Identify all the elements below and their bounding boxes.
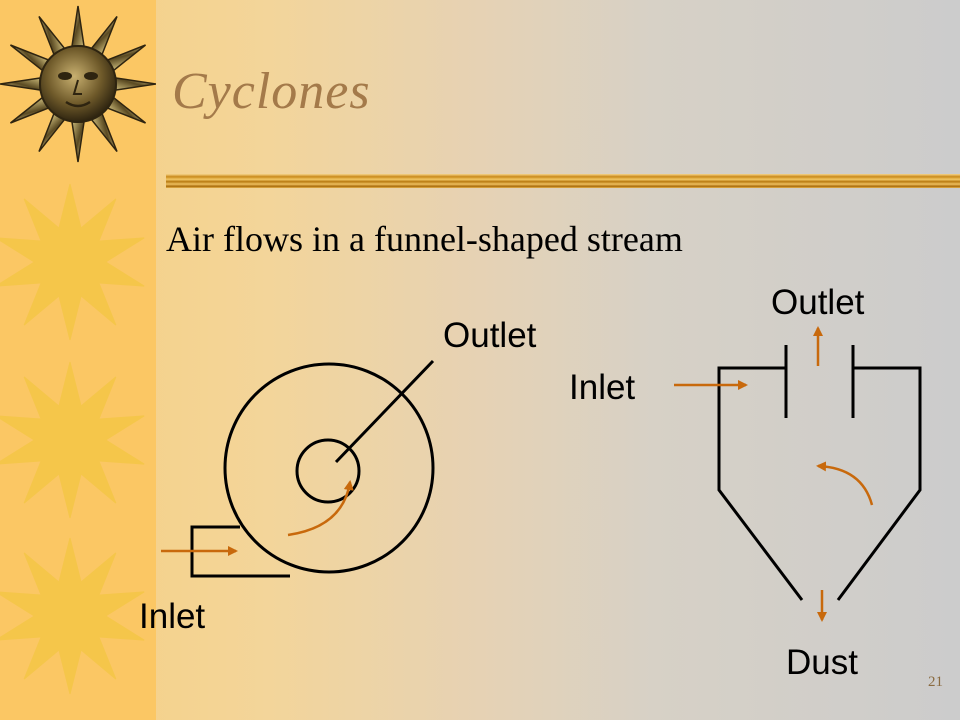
outlet-leader-line	[334, 359, 435, 464]
slide-subtitle: Air flows in a funnel-shaped stream	[166, 219, 683, 259]
title-divider	[166, 174, 960, 188]
dust-label: Dust	[786, 643, 858, 682]
top-inlet-label: Inlet	[139, 597, 206, 636]
slide-number: 21	[928, 674, 943, 690]
top-swirl-arrow	[287, 480, 354, 537]
side-swirl-arrow	[816, 461, 874, 506]
cyclone-body-outline	[717, 366, 804, 601]
sun-face-icon	[0, 5, 156, 163]
side-inlet-label: Inlet	[569, 368, 636, 407]
side-view	[717, 345, 922, 601]
outlet-pipe-circle	[295, 438, 361, 504]
sun-icon	[0, 361, 145, 519]
sidebar-suns	[0, 5, 156, 695]
top-outlet-label: Outlet	[443, 316, 537, 355]
cyclone-body-circle	[223, 362, 435, 574]
slide-title: Cyclones	[172, 63, 371, 120]
sun-icon	[0, 537, 145, 695]
sidebar	[0, 0, 156, 720]
sun-icon	[0, 183, 145, 341]
top-view	[190, 359, 435, 578]
side-outlet-label: Outlet	[771, 283, 865, 322]
cyclone-body-outline	[836, 366, 922, 601]
